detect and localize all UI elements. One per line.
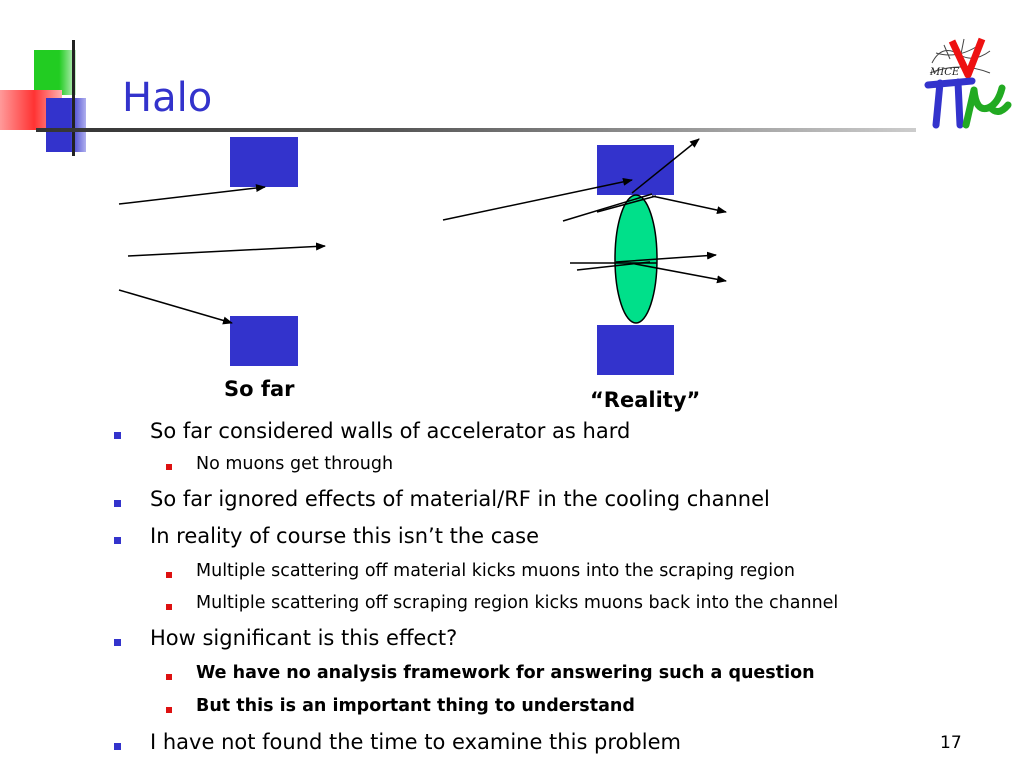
bullet-marker bbox=[114, 639, 121, 646]
caption-reality: “Reality” bbox=[590, 388, 701, 412]
line-right-mid-2 bbox=[576, 261, 651, 271]
arrow-left-3 bbox=[118, 289, 233, 325]
logo-nu bbox=[948, 37, 986, 79]
slide-number: 17 bbox=[940, 733, 962, 753]
sub-bullet-marker bbox=[166, 674, 172, 680]
bullet-item: So far ignored effects of material/RF in… bbox=[150, 487, 770, 511]
wall-top-right bbox=[597, 145, 674, 195]
bullet-item: How significant is this effect? bbox=[150, 626, 458, 650]
deco-green-square bbox=[34, 50, 76, 95]
deco-vertical-line bbox=[72, 40, 75, 156]
sub-bullet-marker bbox=[166, 707, 172, 713]
caption-so-far: So far bbox=[224, 377, 295, 401]
arrow-left-1 bbox=[118, 184, 266, 205]
deco-blue-square bbox=[46, 98, 86, 152]
bullet-marker bbox=[114, 537, 121, 544]
bullet-item: In reality of course this isn’t the case bbox=[150, 524, 540, 548]
mice-logo: MICE bbox=[924, 37, 1012, 129]
bullet-marker bbox=[114, 432, 121, 439]
logo-mu bbox=[962, 84, 1012, 129]
sub-bullet-marker bbox=[166, 572, 172, 578]
sub-bullet-item: Multiple scattering off material kicks m… bbox=[196, 561, 795, 581]
line-right-b bbox=[596, 195, 657, 213]
sub-bullet-marker bbox=[166, 604, 172, 610]
logo-text: MICE bbox=[929, 67, 960, 78]
sub-bullet-item: Multiple scattering off scraping region … bbox=[196, 593, 839, 613]
sub-bullet-item: No muons get through bbox=[196, 454, 394, 474]
wall-bottom-right bbox=[597, 325, 674, 375]
bullet-marker bbox=[114, 743, 121, 750]
bullet-marker bbox=[114, 500, 121, 507]
halo-diagram bbox=[118, 137, 727, 375]
bullet-item: So far considered walls of accelerator a… bbox=[150, 419, 631, 443]
wall-top-left bbox=[230, 137, 298, 187]
sub-bullet-item: We have no analysis framework for answer… bbox=[196, 663, 815, 683]
sub-bullet-item: But this is an important thing to unders… bbox=[196, 696, 635, 716]
title-underline bbox=[36, 128, 916, 132]
slide-title: Halo bbox=[122, 75, 213, 121]
arrow-left-2 bbox=[127, 242, 326, 257]
bullet-item: I have not found the time to examine thi… bbox=[150, 730, 681, 754]
logo-pi bbox=[924, 77, 976, 129]
arrow-right-out-2 bbox=[615, 251, 717, 263]
arrow-right-out-3 bbox=[629, 262, 727, 284]
arrow-right-out-1 bbox=[651, 195, 727, 215]
arrow-right-in bbox=[442, 177, 633, 221]
wall-bottom-left bbox=[230, 316, 298, 366]
line-right-a bbox=[562, 193, 653, 222]
arrow-right-up bbox=[631, 138, 700, 194]
sub-bullet-marker bbox=[166, 464, 172, 470]
